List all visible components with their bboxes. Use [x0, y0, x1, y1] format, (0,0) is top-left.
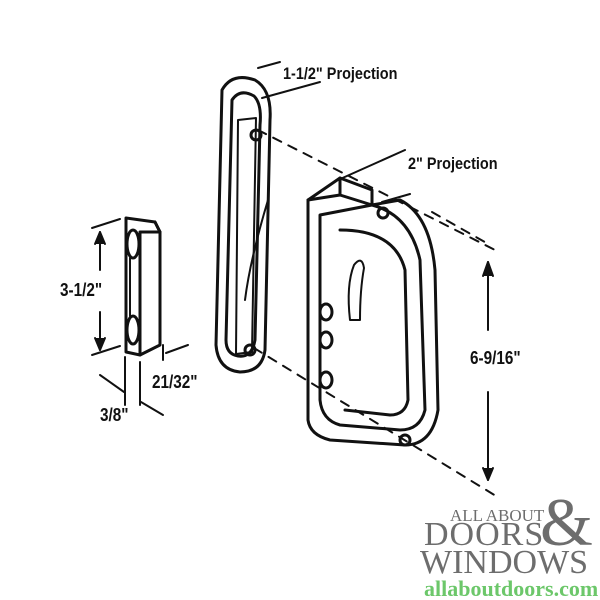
dimension-3-1-2	[91, 218, 189, 416]
keeper-strike	[124, 216, 162, 357]
label-projection-small: 1-1/2" Projection	[283, 64, 398, 83]
projection-lines	[257, 61, 411, 203]
dashed-alignment-lines	[253, 129, 497, 497]
logo-ampersand: &	[540, 484, 593, 560]
interior-handle	[306, 176, 440, 447]
logo-line-all-about: ALL ABOUT	[450, 506, 545, 525]
exterior-pull	[214, 76, 272, 374]
label-width-strike: 3/8"	[100, 405, 129, 425]
label-projection-large: 2" Projection	[408, 154, 498, 173]
label-depth-strike: 21/32"	[152, 372, 198, 392]
label-height-handle: 6-9/16"	[470, 348, 521, 368]
logo-line-doors: DOORS	[424, 516, 545, 553]
label-height-strike: 3-1/2"	[60, 280, 103, 300]
logo-url: allaboutdoors.com	[424, 576, 599, 600]
logo-line-windows: WINDOWS	[420, 544, 589, 581]
dimension-6-9-16	[482, 261, 494, 481]
